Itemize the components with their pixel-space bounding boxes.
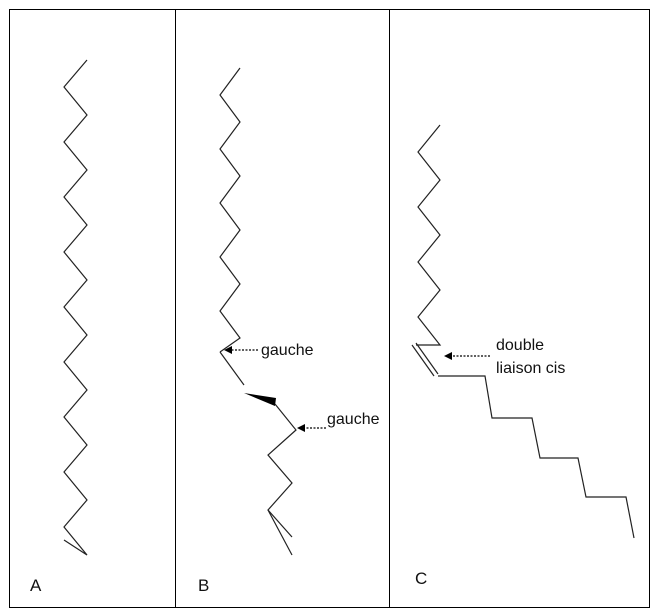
panel-label-a: A: [30, 576, 42, 595]
gauche-label-2: gauche: [327, 411, 380, 428]
cis-label-line1: double: [496, 337, 544, 354]
panel-a: A: [30, 59, 88, 595]
panel-label-b: B: [198, 576, 209, 595]
chain-b-tail: [267, 509, 293, 556]
cis-label-line2: liaison cis: [496, 360, 565, 377]
wedge-bond: [244, 393, 276, 406]
chain-c-upper: [416, 124, 442, 346]
gauche-arrowhead-1: [224, 346, 232, 354]
figure-frame: [9, 9, 650, 608]
gauche-label-1: gauche: [261, 342, 314, 359]
gauche-arrowhead-2: [297, 424, 305, 432]
double-bond-line-2: [415, 342, 439, 375]
double-bond-line-1: [411, 344, 435, 377]
panel-c: double liaison cis C: [411, 124, 635, 588]
chain-b-middle: [219, 351, 245, 386]
trans-chain-a: [63, 59, 88, 556]
chain-b-lower: [267, 403, 297, 538]
chain-b-upper: [219, 67, 241, 353]
panel-b: gauche gauche B: [198, 67, 380, 595]
panel-label-c: C: [415, 569, 427, 588]
chain-c-lower: [438, 375, 635, 539]
cis-arrowhead: [444, 352, 452, 360]
